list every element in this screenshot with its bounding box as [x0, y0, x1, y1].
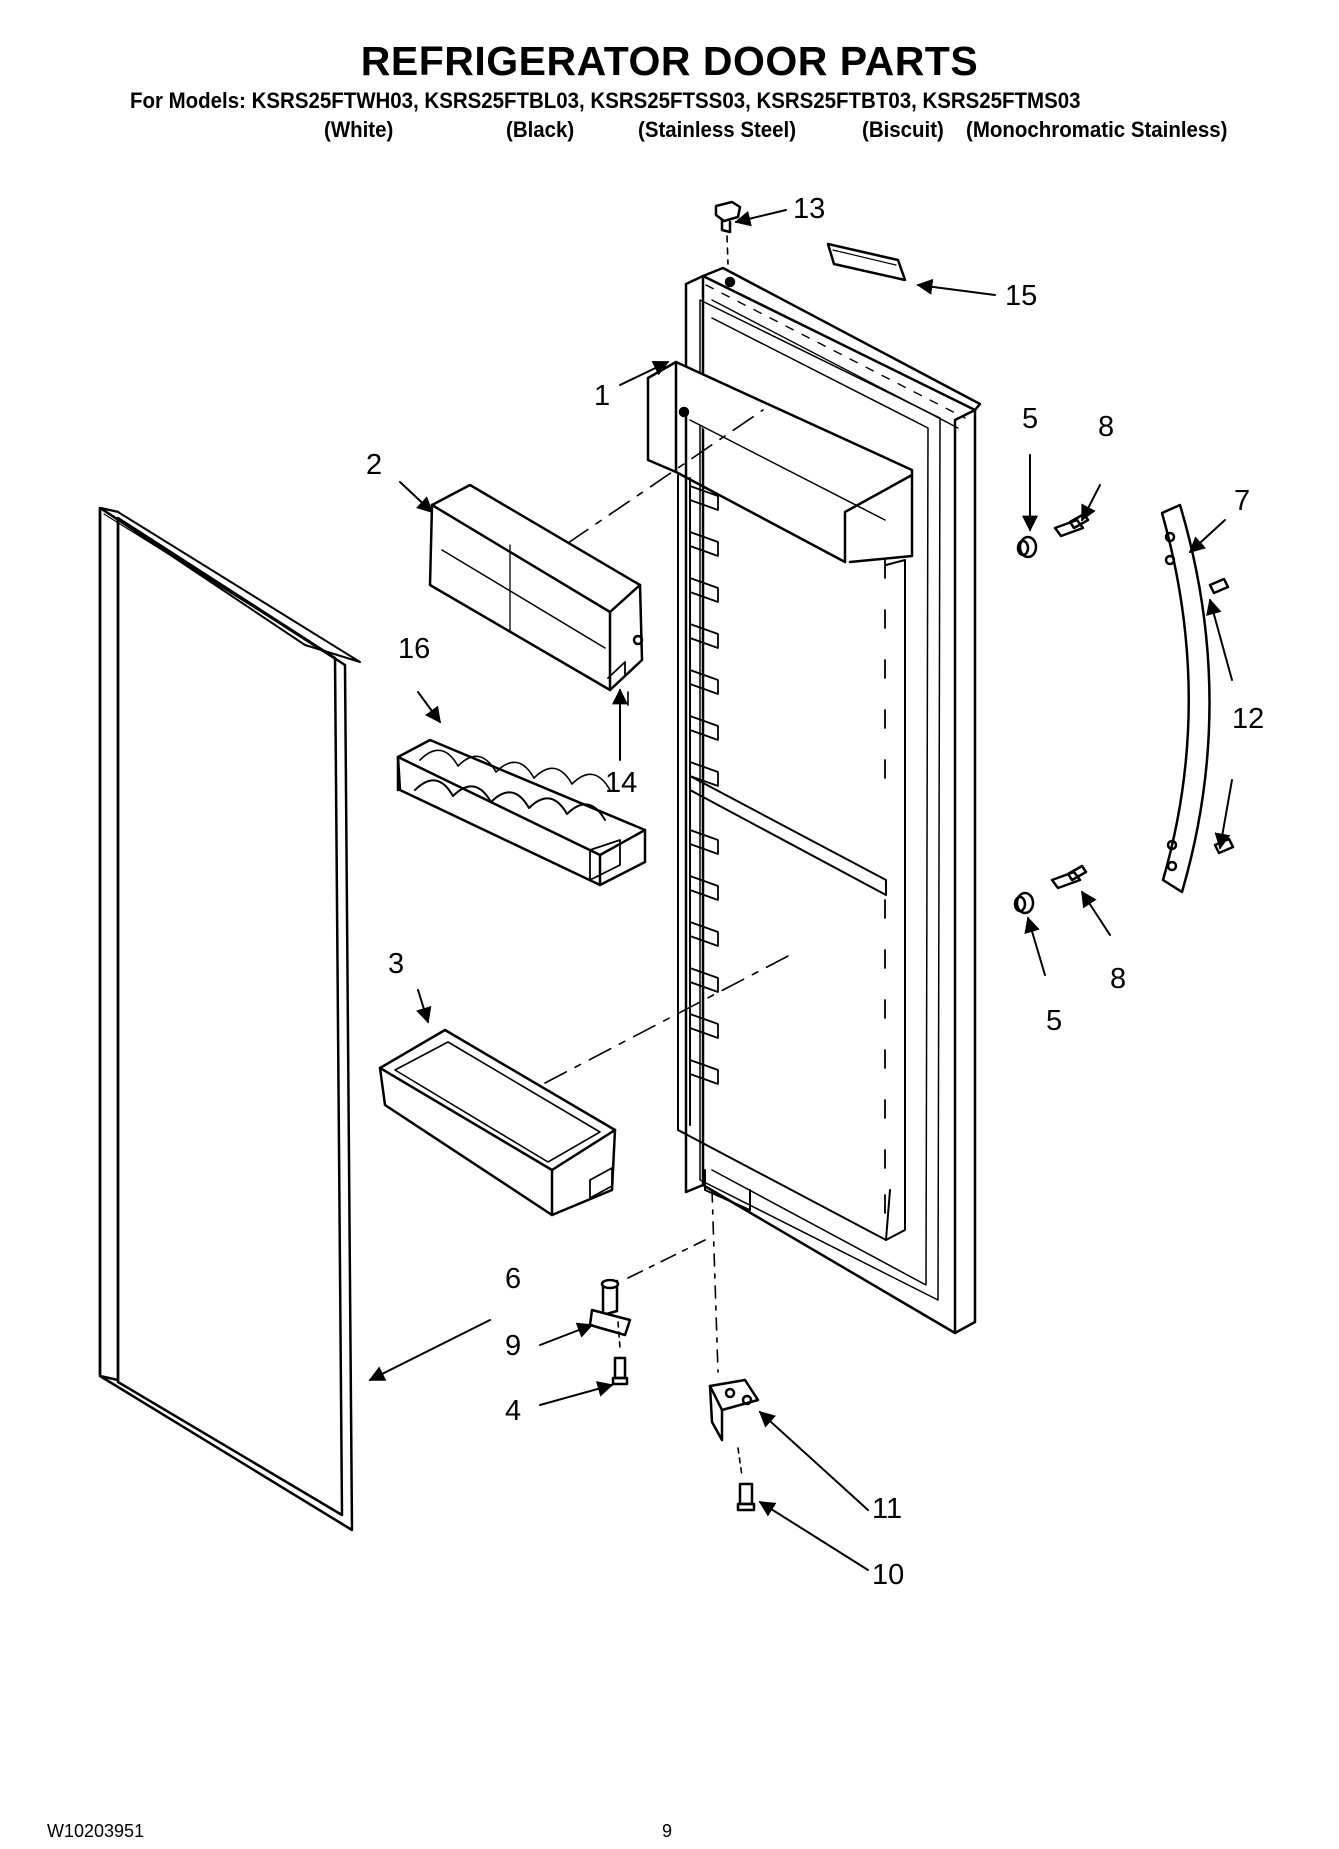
callout-10: 10 [872, 1559, 904, 1591]
callout-9: 9 [505, 1330, 521, 1362]
callout-12: 12 [1232, 703, 1264, 735]
leader-arrows [368, 209, 1233, 1571]
callout-11: 11 [872, 1493, 902, 1525]
variant-biscuit: (Biscuit) [862, 117, 944, 142]
callout-4: 4 [505, 1395, 521, 1427]
callout-3: 3 [388, 948, 404, 980]
lower-hinge-parts [588, 1239, 706, 1386]
variant-white: (White) [324, 117, 394, 142]
part-13-plug [714, 200, 742, 265]
door-liner [646, 266, 982, 1335]
callout-7: 7 [1234, 485, 1250, 517]
variant-monochromatic: (Monochromatic Stainless) [966, 117, 1228, 142]
models-line: For Models: KSRS25FTWH03, KSRS25FTBL03, … [130, 88, 1081, 113]
door-gasket [98, 506, 361, 1532]
variant-stainless: (Stainless Steel) [638, 117, 797, 142]
callout-13: 13 [793, 193, 825, 225]
part-16-egg-tray [396, 738, 647, 887]
part-2-bin-cover [428, 409, 764, 706]
callout-15: 15 [1005, 280, 1037, 312]
callout-labels: 13 15 1 2 16 3 14 5 8 7 12 8 5 6 9 4 11 … [366, 193, 1264, 1591]
variant-black: (Black) [506, 117, 575, 142]
callout-5-bottom: 5 [1046, 1005, 1062, 1037]
upper-hinge-parts [708, 1189, 760, 1512]
part-3-door-bin [378, 954, 791, 1217]
doc-number: W10203951 [47, 1821, 145, 1841]
callout-14: 14 [605, 767, 637, 799]
callout-8-top: 8 [1098, 411, 1114, 443]
part-15-strip [826, 242, 907, 282]
callout-6: 6 [505, 1263, 521, 1295]
callout-5-top: 5 [1022, 403, 1038, 435]
callout-2: 2 [366, 449, 382, 481]
part-7-door-handle [1160, 503, 1211, 894]
callout-8-bottom: 8 [1110, 963, 1126, 995]
page-number: 9 [662, 1821, 673, 1841]
page-title: REFRIGERATOR DOOR PARTS [360, 38, 979, 84]
callout-16: 16 [398, 633, 430, 665]
callout-1: 1 [594, 380, 610, 412]
